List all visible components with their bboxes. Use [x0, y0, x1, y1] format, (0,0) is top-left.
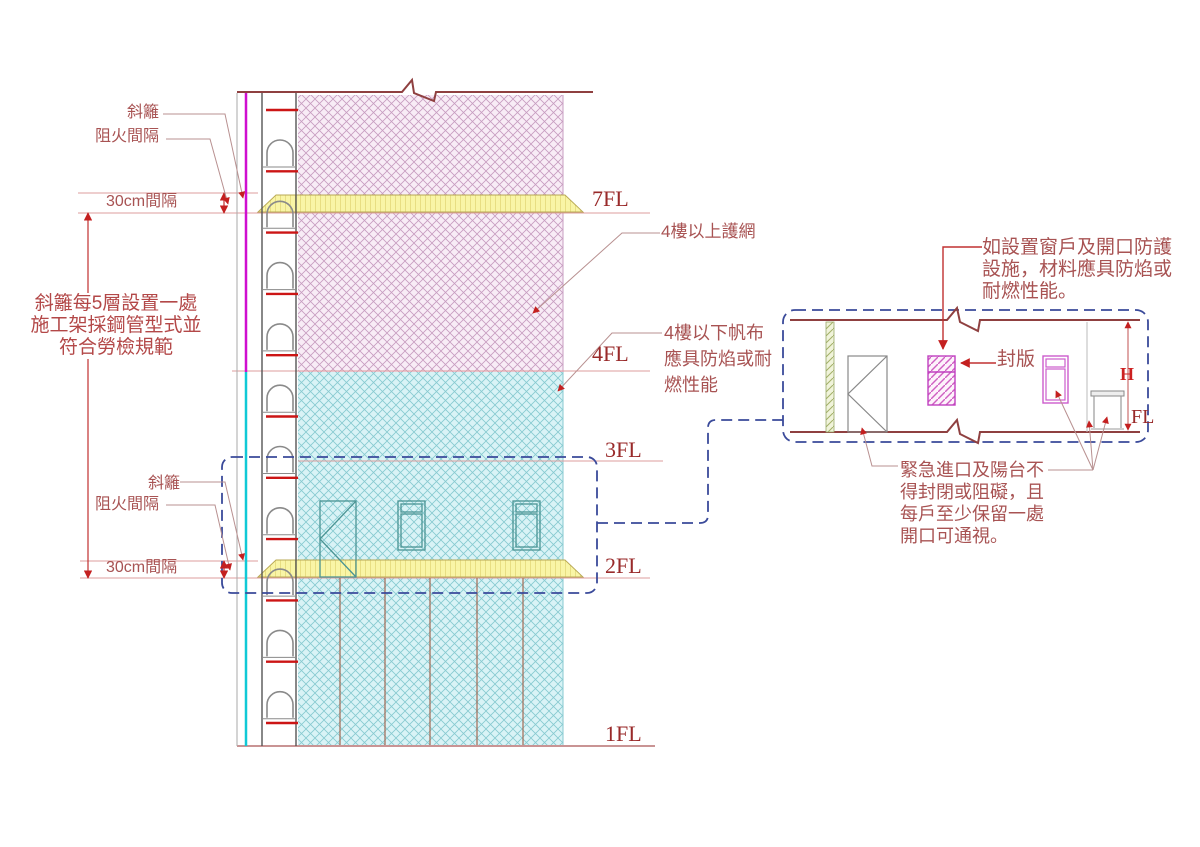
floor-lines: [78, 192, 663, 747]
label-fire-gap-top: 阻火間隔: [95, 128, 160, 145]
scaffold: [236, 93, 298, 746]
canvas-note-line3: 燃性能: [664, 375, 718, 395]
left-note-line3: 符合勞檢規範: [58, 337, 173, 358]
label-seal-plate: 封版: [997, 349, 1036, 370]
emergency-note: 緊急進口及陽台不 得封閉或阻礙，且 每戶至少保留一處 開口可通視。: [900, 459, 1044, 547]
detail-wall-strip: [825, 321, 835, 433]
emergency-note-line1: 緊急進口及陽台不: [900, 460, 1044, 480]
floor-label-2fl: 2FL: [605, 553, 642, 578]
detail-frame: [782, 309, 1149, 443]
emergency-note-line3: 每戶至少保留一處: [900, 504, 1044, 524]
net-hatch-above-4f: [298, 95, 563, 372]
label-slant-screen-bottom: 斜籬: [148, 475, 181, 492]
window-note-line1: 如設置窗戶及開口防護: [982, 237, 1173, 258]
catch-fans: [256, 194, 585, 578]
left-note-line2: 施工架採鋼管型式並: [30, 315, 202, 336]
callout-frames: [221, 309, 1149, 594]
canvas-note-line1: 4樓以下帆布: [664, 323, 765, 343]
label-fire-gap-bottom: 阻火間隔: [95, 496, 160, 513]
label-net-above-4f: 4樓以上護網: [661, 222, 756, 241]
label-30cm-gap-bottom: 30cm間隔: [106, 559, 178, 576]
detail-door: [847, 355, 888, 433]
detail-window: [1042, 355, 1069, 404]
window-note-line2: 設施，材料應具防焰或: [982, 259, 1173, 280]
label-slant-screen-top: 斜籬: [127, 104, 160, 121]
label-canvas-below-4f: 4樓以下帆布 應具防焰或耐 燃性能: [664, 320, 772, 398]
floor-label-1fl: 1FL: [605, 721, 642, 746]
ground-floor-columns: [339, 578, 524, 745]
floor-label-7fl: 7FL: [592, 186, 629, 211]
callout-connector: [597, 419, 783, 524]
building-hatch-areas: [298, 95, 564, 745]
canvas-note-line2: 應具防焰或耐: [664, 349, 772, 369]
left-note-block: 斜籬每5層設置一處 施工架採鋼管型式並 符合勞檢規範: [14, 293, 218, 359]
emergency-note-line2: 得封閉或阻礙，且: [900, 482, 1044, 502]
detail-floor: [790, 417, 1140, 445]
scaffold-tie-bars: [266, 108, 298, 725]
label-detail-fl: FL: [1131, 406, 1155, 428]
canvas-hatch-3f-4f: [298, 372, 563, 560]
catch-fan-2f: [256, 559, 585, 578]
leader-lines: [163, 113, 1109, 571]
floor-label-3fl: 3FL: [605, 437, 642, 462]
scaffold-couplers: [262, 139, 296, 720]
callout-rect: [221, 456, 598, 594]
label-30cm-gap-top: 30cm間隔: [106, 193, 178, 210]
catch-fan-7f: [256, 194, 585, 213]
floor-label-4fl: 4FL: [592, 341, 629, 366]
top-break-line: [237, 77, 593, 103]
emergency-note-line4: 開口可通視。: [900, 526, 1008, 546]
detail-ceiling: [790, 305, 1140, 333]
seal-plate-block: [927, 355, 956, 406]
detail-room: [790, 305, 1140, 445]
detail-table: [1090, 390, 1125, 397]
window-note-line3: 耐燃性能。: [982, 281, 1078, 302]
left-note-line1: 斜籬每5層設置一處: [34, 293, 198, 314]
label-height-h: H: [1120, 364, 1135, 384]
facade-openings: [319, 500, 541, 578]
detail-window-note: 如設置窗戶及開口防護 設施，材料應具防焰或 耐燃性能。: [982, 237, 1172, 303]
